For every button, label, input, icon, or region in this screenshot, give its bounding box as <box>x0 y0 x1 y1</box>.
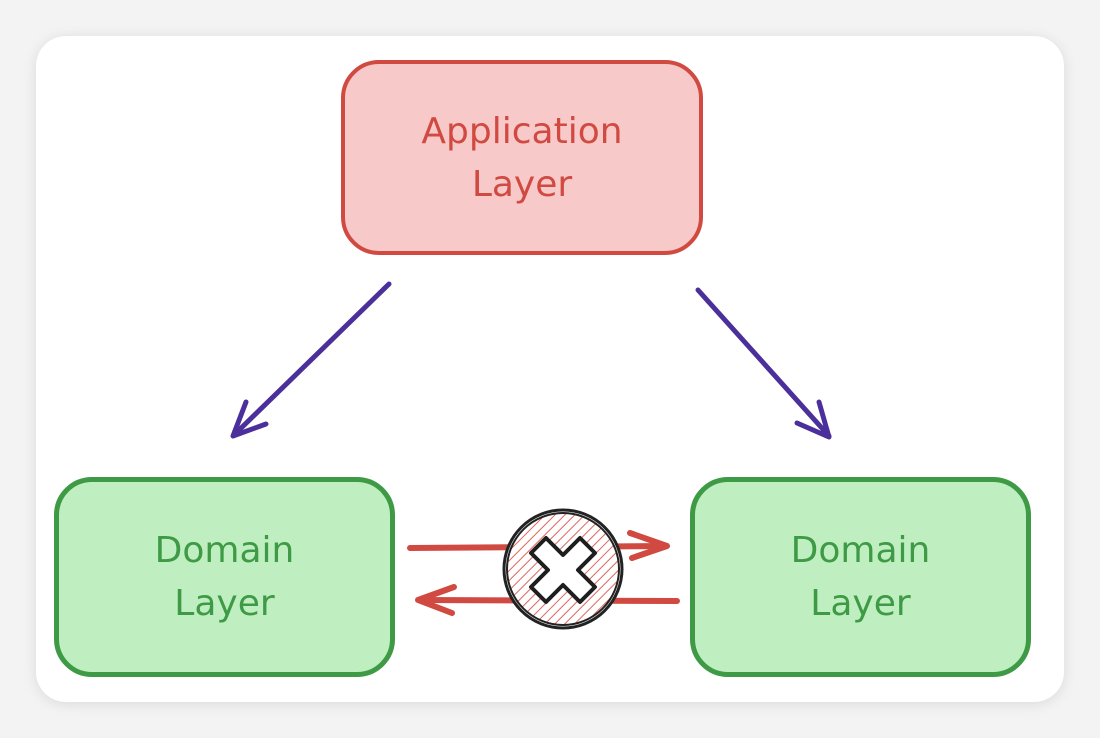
domain-layer-node-left: Domain Layer <box>54 477 395 677</box>
domain-layer-node-right: Domain Layer <box>690 477 1031 677</box>
cross-icon <box>502 508 624 630</box>
domain-layer-label-left: Domain Layer <box>154 530 295 624</box>
dependency-arrow-right <box>695 287 832 440</box>
dependency-arrow-left <box>230 281 392 439</box>
application-layer-node: Application Layer <box>341 60 703 255</box>
application-layer-label: Application Layer <box>421 110 623 205</box>
domain-layer-label-right: Domain Layer <box>790 530 931 624</box>
